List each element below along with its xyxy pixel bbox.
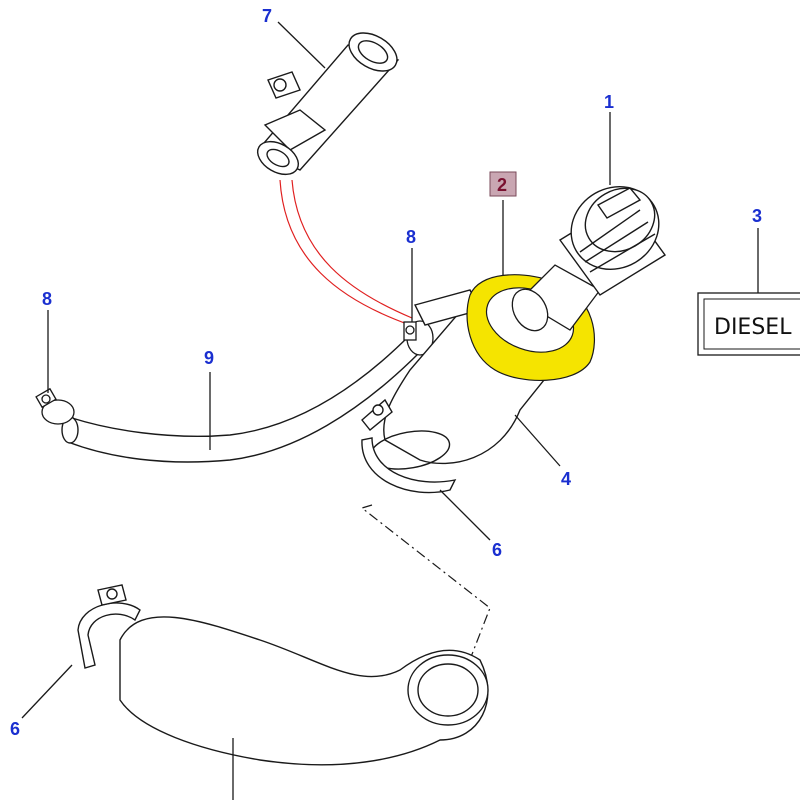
callout-9: 9 [204, 348, 214, 368]
breather-pipe [279, 179, 413, 326]
diesel-label[interactable]: DIESEL [697, 292, 800, 356]
assembly-centerline [360, 504, 491, 681]
breather-connector[interactable] [252, 25, 404, 181]
callout-6-upper: 6 [492, 540, 502, 560]
callout-1: 1 [604, 92, 614, 112]
hose-clip-upper[interactable] [361, 398, 457, 494]
breather-connector-leader [277, 21, 326, 69]
hose-clip-upper-leader [439, 489, 491, 541]
diesel-label-text: DIESEL [714, 315, 792, 340]
lower-fuel-hose[interactable] [119, 616, 489, 766]
callout-3: 3 [752, 206, 762, 226]
fuel-filler-cap[interactable] [556, 171, 674, 296]
filler-neck-tube-leader [514, 414, 561, 467]
hose-clip-lower[interactable] [77, 584, 141, 669]
hose-clip-lower-leader [21, 664, 73, 719]
callout-4: 4 [561, 469, 571, 489]
callout-7: 7 [262, 6, 272, 26]
callout-2-highlight: 2 [489, 171, 517, 197]
callout-2: 2 [497, 175, 507, 195]
callout-8-neck: 8 [406, 227, 416, 247]
callout-6-lower: 6 [10, 719, 20, 739]
small-hose-clip-neck[interactable] [403, 320, 434, 356]
callout-8-left: 8 [42, 289, 52, 309]
small-hose-clip-left[interactable] [35, 387, 75, 425]
